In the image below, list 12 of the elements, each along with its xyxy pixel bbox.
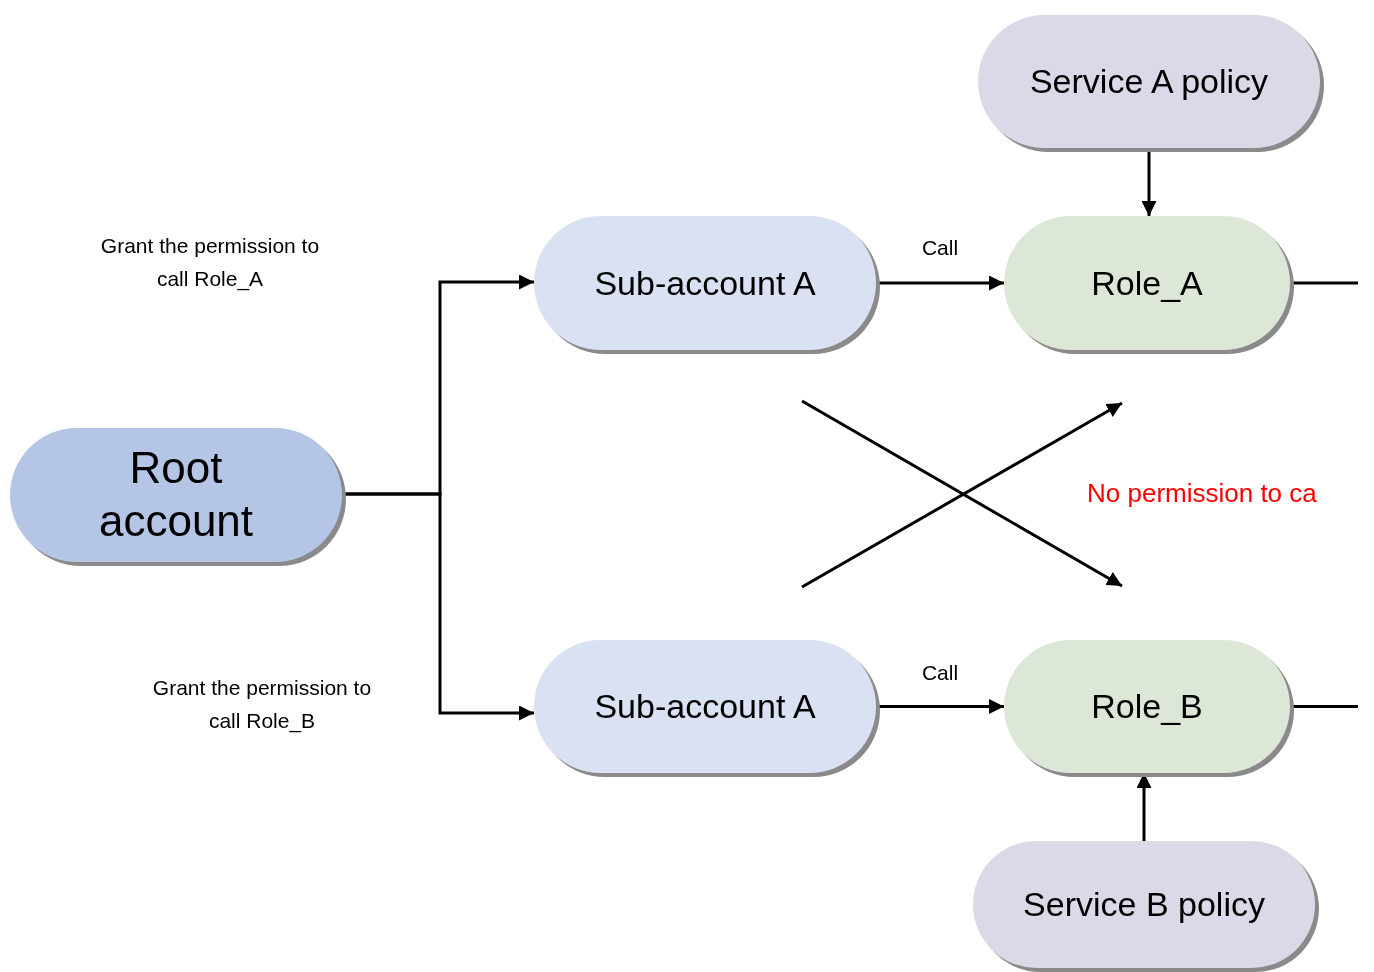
node-label: Sub-account A <box>594 686 816 727</box>
edge-label: Call <box>920 660 960 686</box>
note-text: Grant the permission to call Role_B <box>152 675 372 735</box>
node-label: Service B policy <box>1023 884 1265 925</box>
node-label: Role_A <box>1091 262 1203 304</box>
edge-label: Call <box>920 235 960 261</box>
node-label: Service A policy <box>1029 61 1269 102</box>
node-label: Role_B <box>1091 686 1203 727</box>
node-label: Root account <box>97 442 255 547</box>
note-text: No permission to ca <box>1087 478 1317 509</box>
note-text: Grant the permission to call Role_A <box>100 233 320 293</box>
node-label: Sub-account A <box>594 262 816 304</box>
